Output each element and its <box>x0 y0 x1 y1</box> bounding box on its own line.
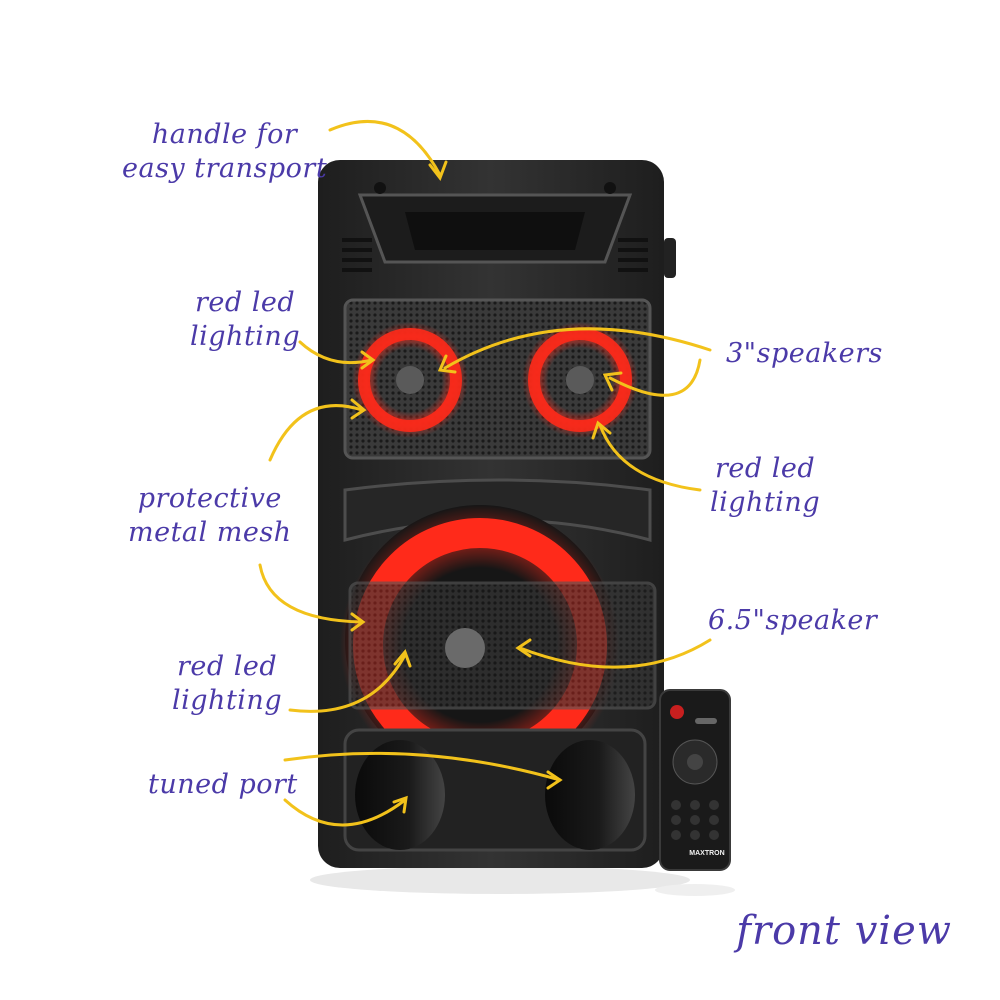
label-line: 3"speakers <box>726 338 883 369</box>
handle <box>342 182 648 272</box>
label-line: red led <box>176 651 278 682</box>
label-3in-speakers: 3"speakers <box>726 337 883 371</box>
label-led-bottom: red led lighting <box>172 650 282 718</box>
label-6-5in-speaker: 6.5"speaker <box>708 604 877 638</box>
label-line: tuned port <box>148 769 298 800</box>
top-left-speaker <box>352 322 468 438</box>
label-line: lighting <box>710 487 821 518</box>
floor-shadow <box>310 866 690 894</box>
label-line: metal mesh <box>128 517 292 548</box>
label-line: protective <box>137 483 282 514</box>
label-line: handle for <box>151 119 298 150</box>
label-tuned-port: tuned port <box>148 768 298 802</box>
label-line: easy transport <box>122 153 328 184</box>
top-right-speaker <box>522 322 638 438</box>
label-line: lighting <box>172 685 283 716</box>
label-protective-mesh: protective metal mesh <box>128 482 292 550</box>
label-led-top-left: red led lighting <box>190 286 300 354</box>
label-handle: handle for easy transport <box>122 118 327 186</box>
bottom-mesh-panel <box>348 581 657 710</box>
label-line: lighting <box>190 321 301 352</box>
label-line: red led <box>194 287 296 318</box>
label-line: red led <box>714 453 816 484</box>
remote-brand-label: MAXTRON <box>689 850 725 857</box>
footer-label: front view <box>736 908 952 954</box>
side-knob <box>664 238 676 278</box>
label-line: 6.5"speaker <box>708 605 878 636</box>
remote-control <box>655 689 735 896</box>
annotation-arrows <box>258 119 712 827</box>
tuned-ports <box>343 728 647 852</box>
label-led-top-right: red led lighting <box>710 452 820 520</box>
